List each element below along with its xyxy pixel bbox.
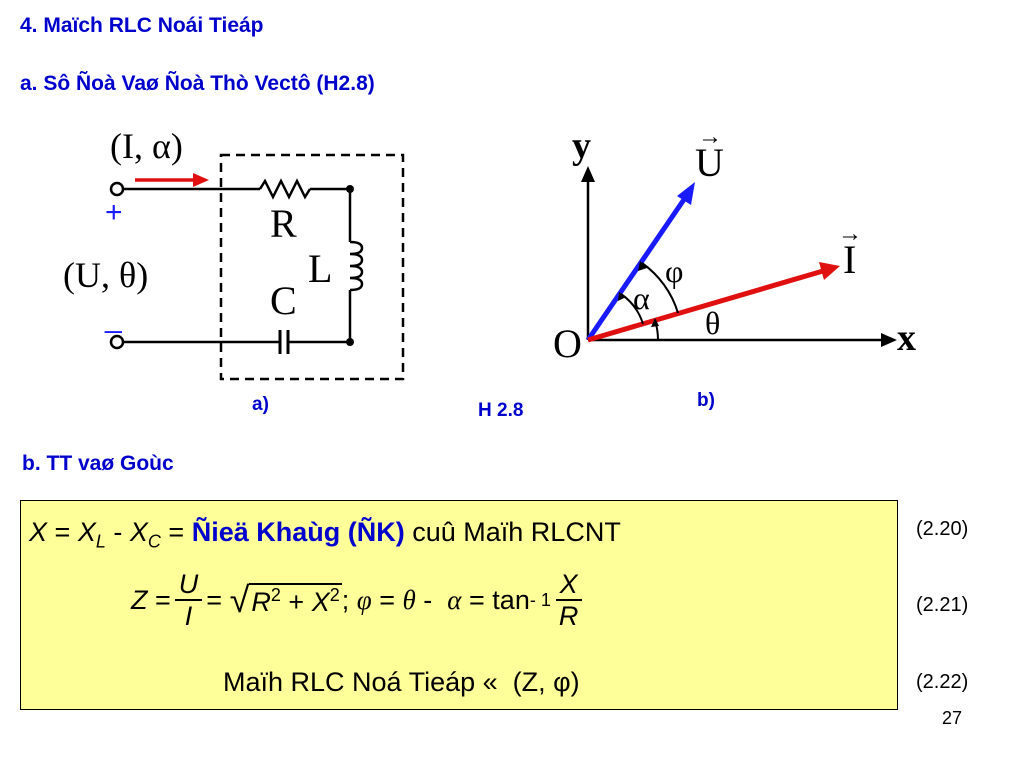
equation-box: X = XL - XC = Ñieä Khaùg (ÑK) cuû Maïh R… bbox=[20, 500, 898, 710]
capacitor-label: C bbox=[270, 278, 297, 323]
resistor-label: R bbox=[270, 201, 297, 246]
phi-label: φ bbox=[665, 253, 683, 289]
equation-2-22: Maïh RLC Noá Tieáp « (Z, φ) bbox=[223, 667, 580, 697]
u-arrow-sign: → bbox=[698, 124, 722, 150]
origin-label: O bbox=[553, 321, 582, 366]
u-label: U bbox=[695, 140, 724, 185]
alpha-label: α bbox=[633, 280, 650, 316]
x-axis-label: x bbox=[897, 317, 916, 359]
i-label: I bbox=[843, 237, 856, 282]
y-axis-label: y bbox=[572, 125, 591, 167]
bottom-terminal bbox=[109, 334, 125, 350]
equation-number-2-21: (2.21) bbox=[916, 594, 969, 616]
minus-sign: _ bbox=[104, 301, 123, 334]
equation-2-20: X = XL - XC = Ñieä Khaùg (ÑK) cuû Maïh R… bbox=[29, 517, 621, 552]
x-axis-arrow bbox=[881, 333, 897, 347]
current-arrow-head bbox=[193, 173, 209, 187]
figure-caption: H 2.8 bbox=[478, 400, 524, 421]
sqrt-sign: √ bbox=[229, 579, 250, 620]
subsection-a-title: a. Sô Ñoà Vaø Ñoà Thò Vectô (H2.8) bbox=[20, 72, 375, 95]
page-number: 27 bbox=[942, 708, 963, 728]
top-terminal bbox=[109, 181, 125, 197]
u-vector bbox=[585, 196, 688, 342]
resistor bbox=[258, 178, 312, 200]
equation-number-2-22: (2.22) bbox=[916, 671, 969, 693]
inductor bbox=[349, 240, 364, 292]
i-arrow-sign: → bbox=[838, 221, 862, 247]
section-title: 4. Maïch RLC Noái Tieáp bbox=[20, 14, 264, 37]
rlc-circuit-diagram: (I, α) + _ (U, θ) R L C bbox=[63, 126, 405, 381]
caption-b: b) bbox=[697, 390, 715, 411]
phasor-diagram: y x O U → I → φ α θ bbox=[553, 124, 916, 366]
i-vector-head bbox=[819, 262, 840, 280]
rlc-dashed-enclosure bbox=[219, 153, 405, 381]
caption-a: a) bbox=[252, 394, 269, 415]
u-vector-head bbox=[677, 182, 695, 205]
plus-sign: + bbox=[105, 196, 123, 229]
current-source-label: (I, α) bbox=[110, 126, 183, 166]
i-vector bbox=[587, 268, 824, 343]
inductor-label: L bbox=[308, 246, 332, 291]
theta-label: θ bbox=[705, 305, 720, 341]
subsection-b-title: b. TT vaø Goùc bbox=[22, 452, 174, 475]
reactance-term: Ñieä Khaùg (ÑK) bbox=[191, 517, 405, 547]
equation-number-2-20: (2.20) bbox=[916, 518, 969, 540]
phi-arc bbox=[641, 262, 679, 314]
voltage-source-label: (U, θ) bbox=[63, 255, 148, 295]
y-axis-arrow bbox=[581, 166, 595, 182]
